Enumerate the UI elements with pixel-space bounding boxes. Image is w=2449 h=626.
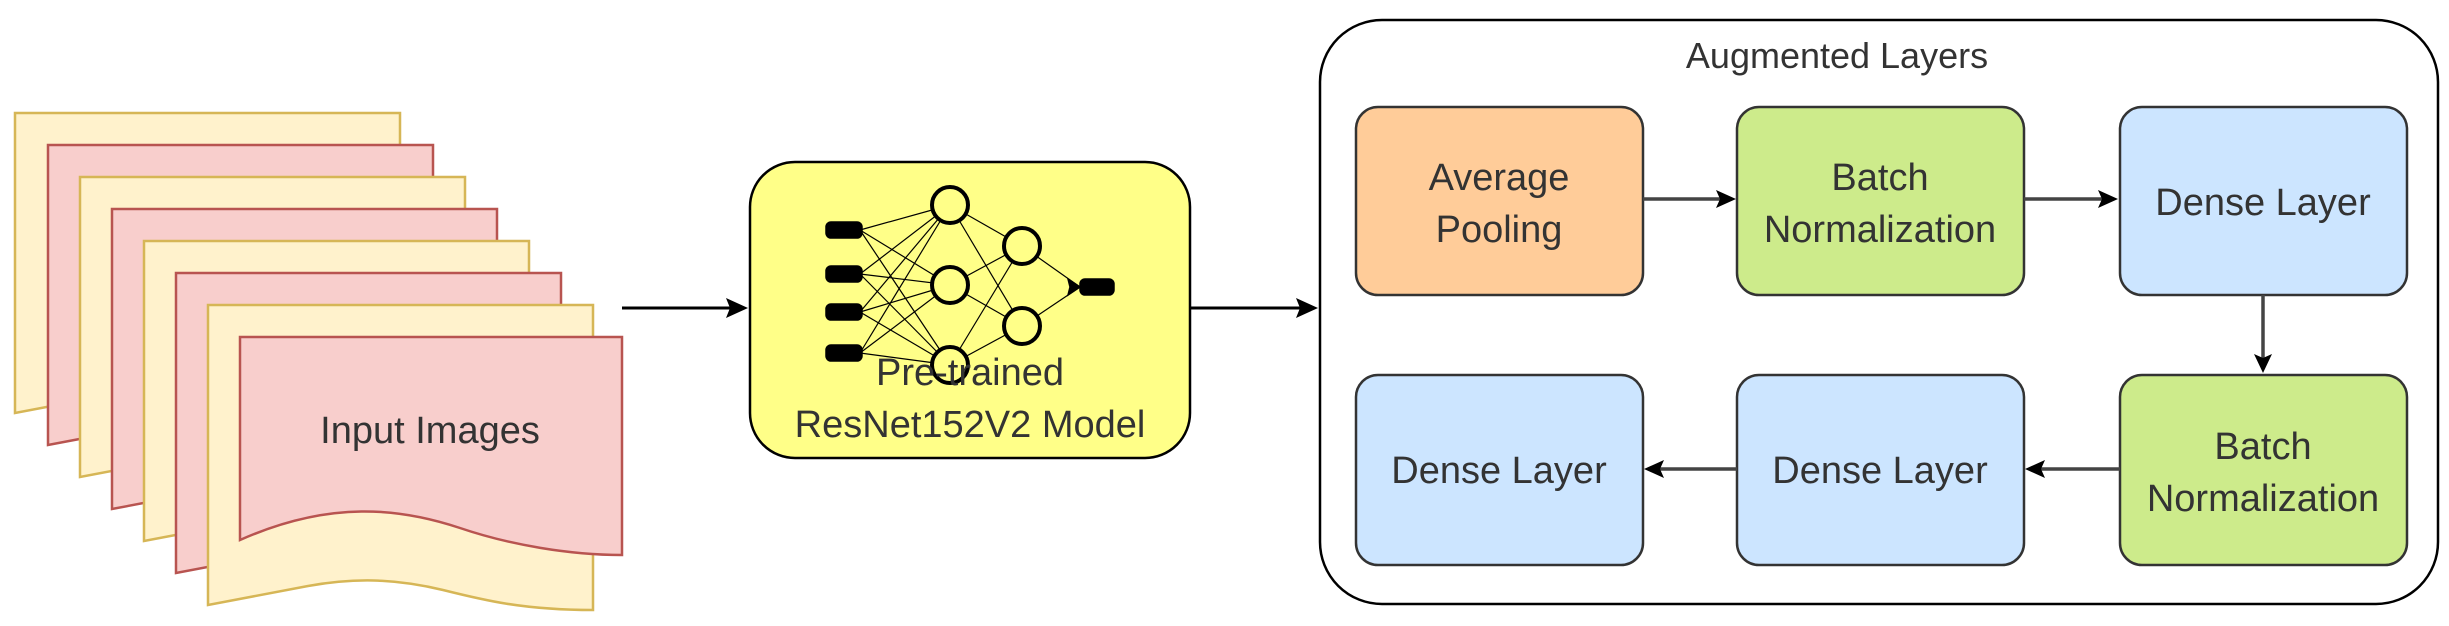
batch-norm-2-line1: Batch: [2214, 426, 2311, 468]
image-sheet-front: [238, 335, 624, 557]
model-label-line1: Pre-trained: [876, 352, 1064, 394]
dense-1-label: Dense Layer: [2155, 182, 2371, 224]
batch-norm-2-line2: Normalization: [2147, 478, 2379, 520]
dense-3-label: Dense Layer: [1391, 450, 1607, 492]
batch-normalization-box-1: Batch Normalization: [1735, 105, 2026, 297]
average-pooling-line2: Pooling: [1436, 209, 1563, 251]
arrow-pooling-to-batchnorm: [1643, 190, 1736, 208]
dense-layer-box-2: Dense Layer: [1735, 373, 2026, 567]
arrow-batchnorm-to-dense: [2024, 190, 2118, 208]
batch-normalization-box-2: Batch Normalization: [2118, 373, 2409, 567]
dense-layer-box-1: Dense Layer: [2118, 105, 2409, 297]
arrow-dense-down: [2254, 295, 2272, 373]
input-images-stack: Input Images: [13, 111, 624, 612]
resnet-model-box: Pre-trained ResNet152V2 Model: [748, 160, 1192, 460]
batch-norm-1-line1: Batch: [1831, 157, 1928, 199]
augmented-layers-title: Augmented Layers: [1686, 35, 1988, 76]
arrow-batchnorm2-to-dense2: [2025, 460, 2120, 478]
dense-layer-box-3: Dense Layer: [1354, 373, 1645, 567]
input-images-label: Input Images: [320, 410, 540, 452]
average-pooling-box: Average Pooling: [1354, 105, 1645, 297]
neural-network-icon: [825, 185, 1115, 385]
dense-2-label: Dense Layer: [1772, 450, 1988, 492]
arrow-dense2-to-dense3: [1644, 460, 1737, 478]
average-pooling-line1: Average: [1429, 157, 1570, 199]
arrow-input-to-model: [622, 298, 748, 318]
model-label-line2: ResNet152V2 Model: [795, 404, 1146, 446]
arrow-model-to-augmented: [1190, 298, 1318, 318]
batch-norm-1-line2: Normalization: [1764, 209, 1996, 251]
